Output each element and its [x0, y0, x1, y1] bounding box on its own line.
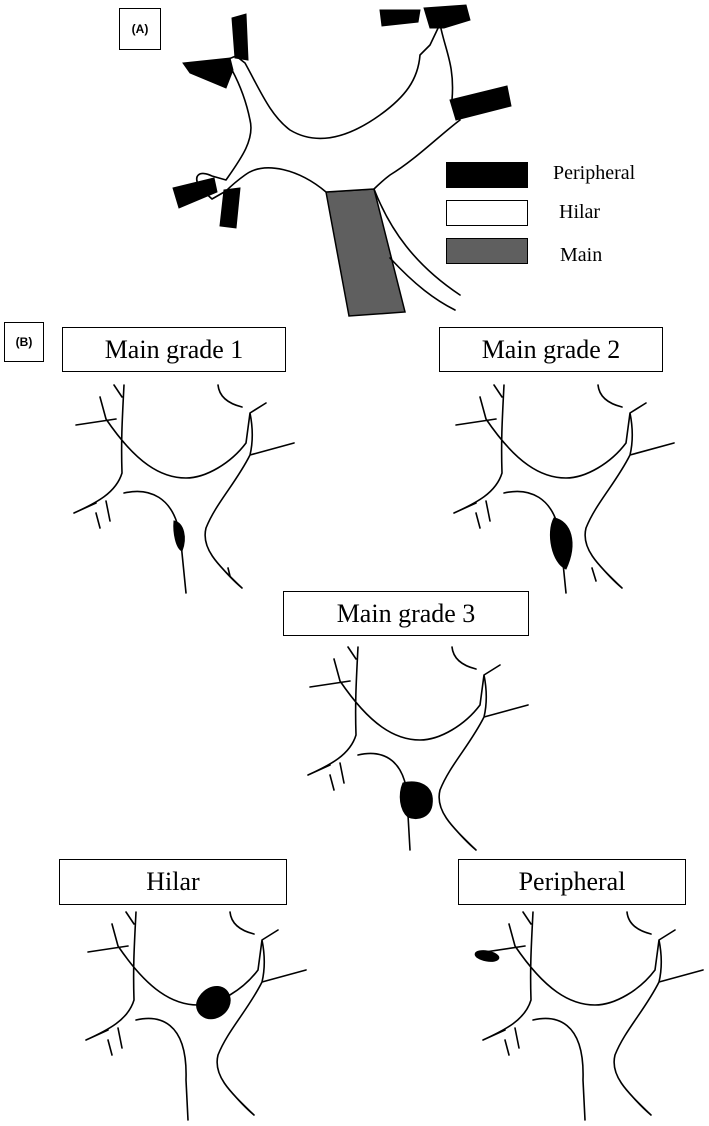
panel-a-tag: (A): [119, 8, 161, 50]
panel-b-tag: (B): [4, 322, 44, 362]
title-hilar: Hilar: [59, 859, 287, 905]
title-main-grade-1: Main grade 1: [62, 327, 286, 372]
diagram-peripheral: [474, 911, 704, 1121]
peripheral-segment-top-right: [423, 4, 471, 29]
diagram-main-grade-1: [73, 384, 295, 594]
peripheral-segment-right: [449, 85, 512, 121]
hilar-side-branch: [373, 188, 461, 311]
main-segment: [325, 188, 406, 317]
lesion-main-grade-1: [173, 520, 185, 552]
airway-outline: [73, 384, 295, 594]
panel-a-airway-diagram: [172, 4, 512, 317]
airway-outline: [482, 911, 704, 1121]
title-main-grade-3: Main grade 3: [283, 591, 529, 636]
legend-swatch-peripheral: [446, 162, 528, 188]
diagram-main-grade-3: [307, 646, 529, 851]
airway-outline: [453, 384, 675, 594]
airway-outline: [85, 911, 307, 1121]
peripheral-segment-top-left: [182, 57, 234, 89]
legend-label-hilar: Hilar: [559, 201, 601, 223]
peripheral-segment-top-right-upper: [379, 9, 421, 27]
lesion-hilar: [196, 986, 231, 1020]
airway-outline: [307, 646, 529, 851]
diagram-main-grade-2: [453, 384, 675, 594]
title-main-grade-2: Main grade 2: [439, 327, 663, 372]
legend-label-peripheral: Peripheral: [553, 162, 636, 184]
legend-swatch-main: [446, 238, 528, 264]
diagram-hilar: [85, 911, 307, 1121]
peripheral-segment-left: [172, 177, 218, 209]
legend-swatch-hilar: [446, 200, 528, 226]
lesion-main-grade-2: [550, 517, 573, 570]
peripheral-segment-left-lower: [219, 187, 241, 229]
peripheral-segment-top-left-upper: [231, 13, 249, 61]
title-peripheral: Peripheral: [458, 859, 686, 905]
lesion-peripheral: [474, 950, 500, 962]
lesion-main-grade-3: [399, 781, 433, 819]
legend-label-main: Main: [560, 244, 603, 266]
